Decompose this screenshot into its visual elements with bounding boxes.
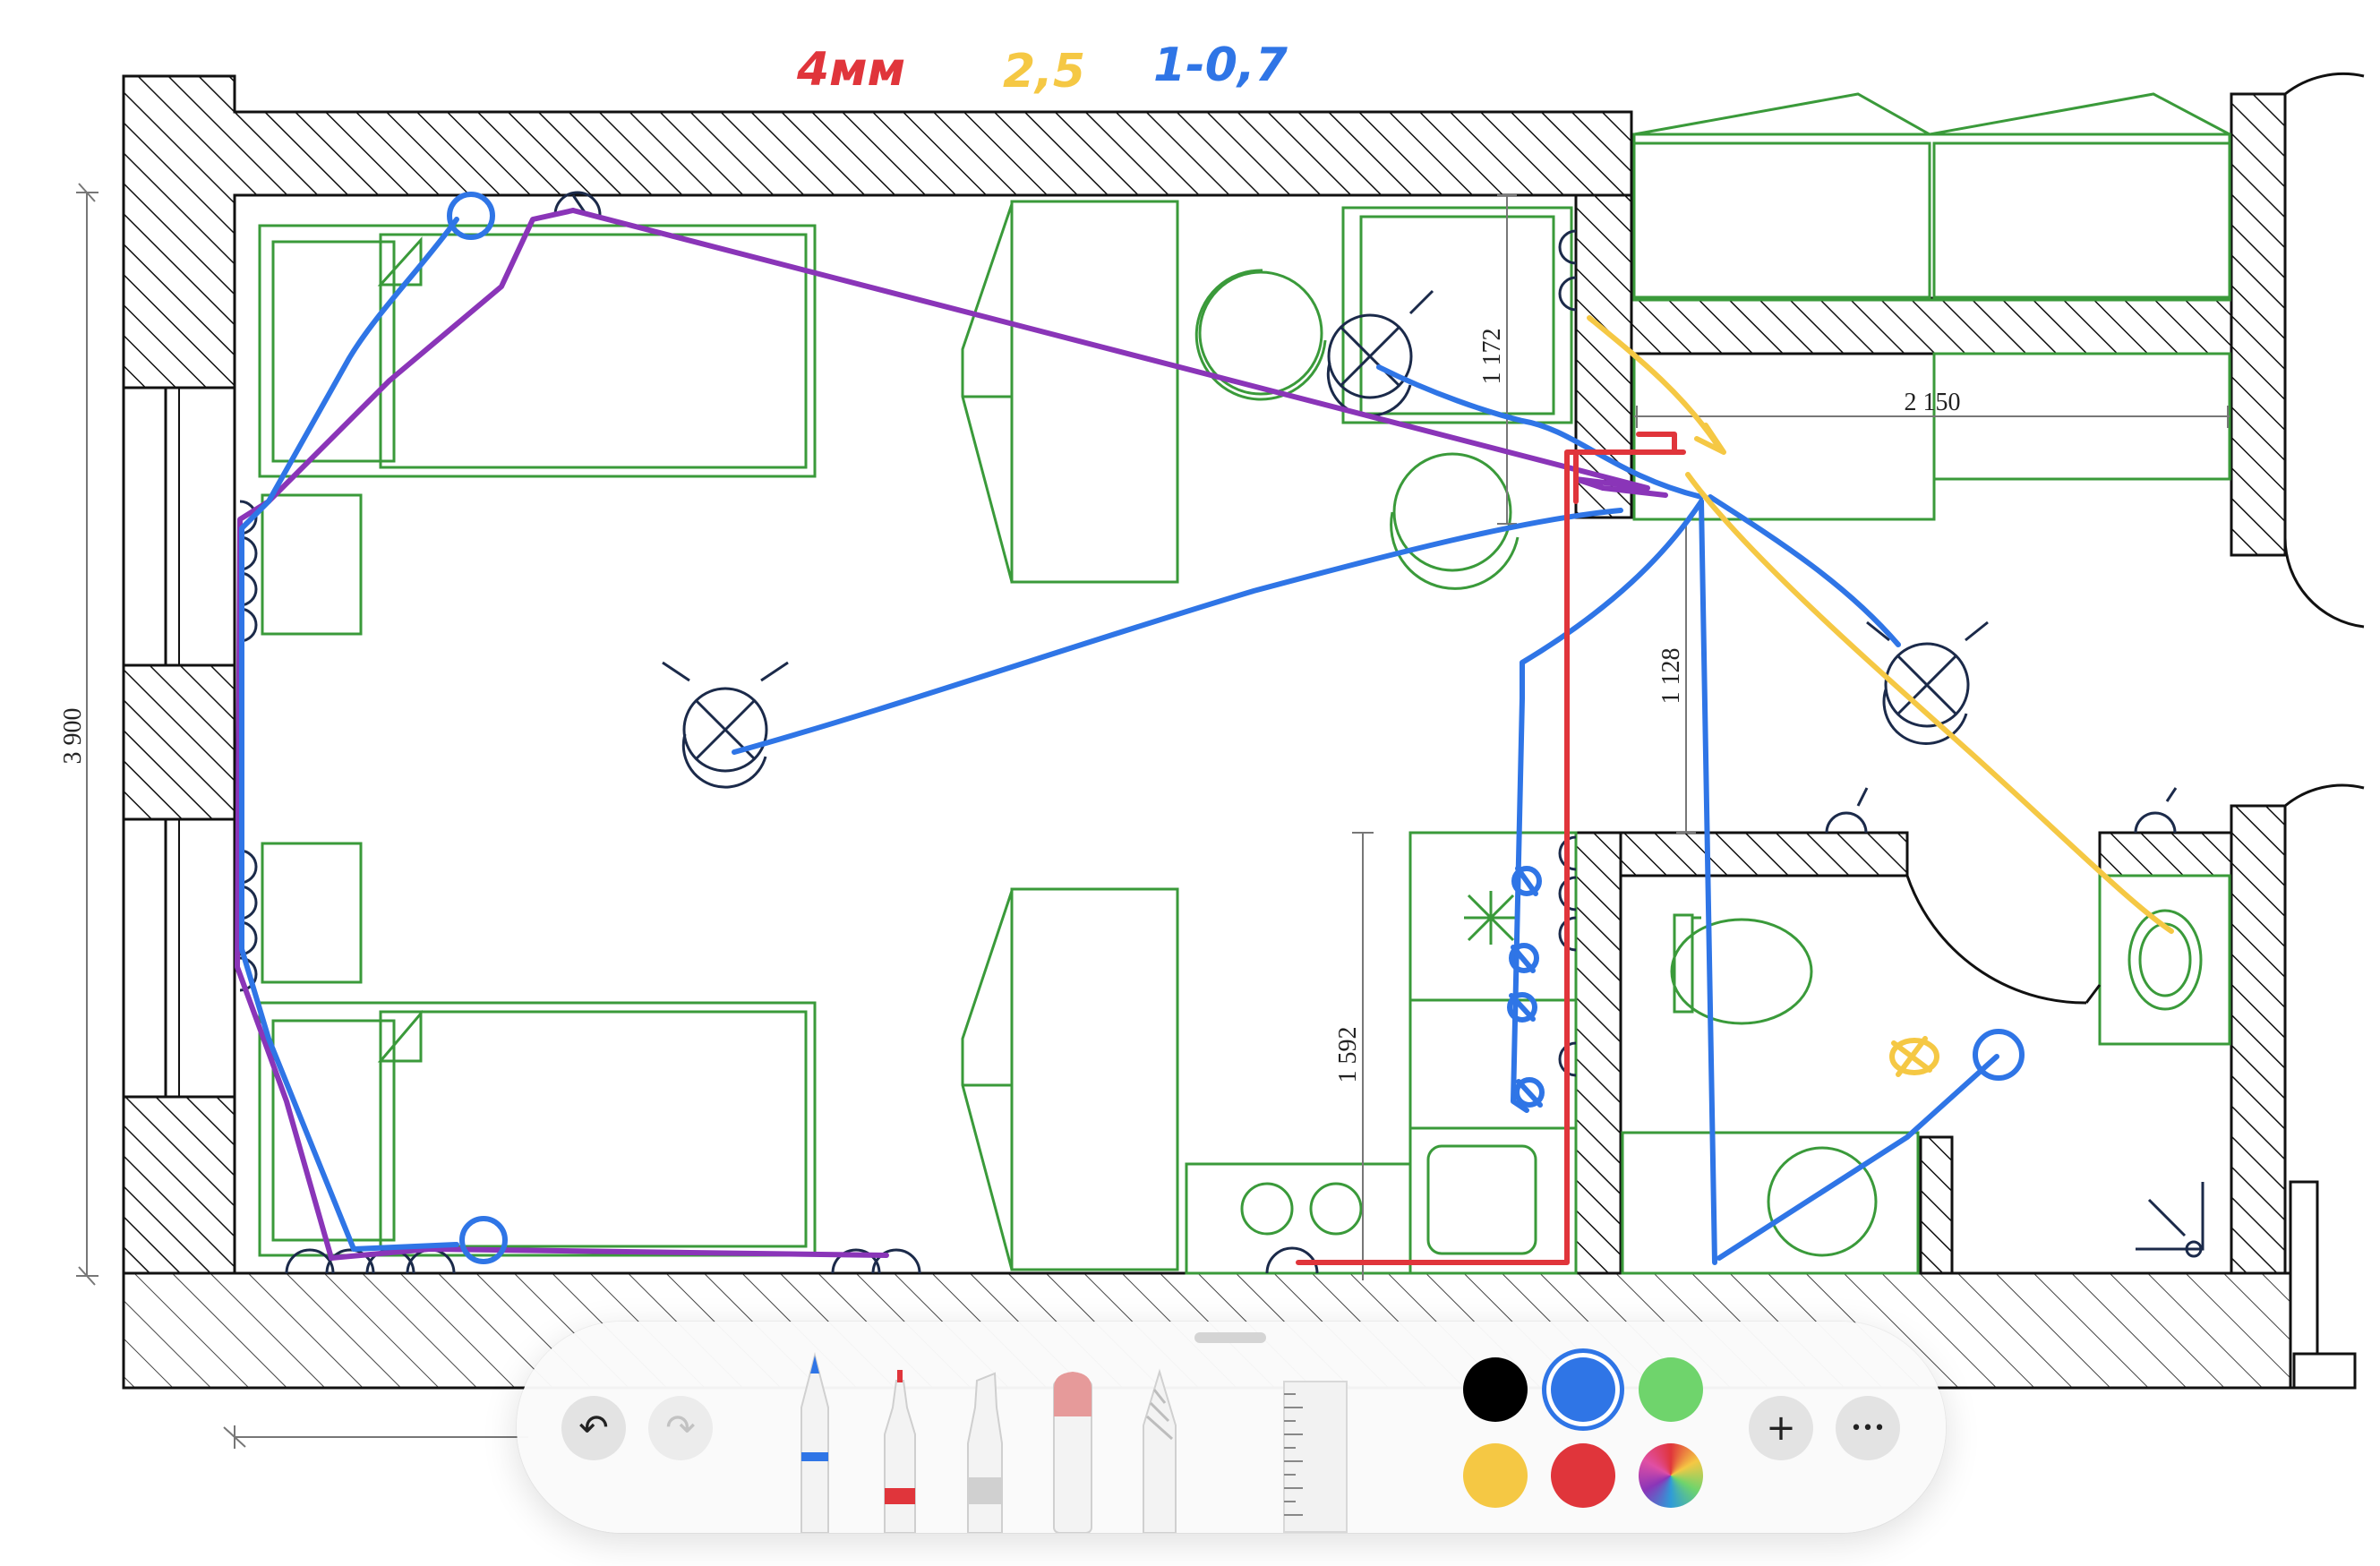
- redo-button[interactable]: ↷: [648, 1396, 713, 1460]
- wiring-red: [1296, 432, 1686, 1265]
- add-button[interactable]: +: [1749, 1396, 1813, 1460]
- markup-toolbar: ↶ ↷ + •••: [517, 1322, 1946, 1533]
- color-swatch-yellow[interactable]: [1463, 1443, 1528, 1508]
- door-swings: [1905, 72, 2365, 1005]
- dimension-vertical-2: 1 128: [1657, 648, 1685, 705]
- ruler-tool[interactable]: [1283, 1381, 1348, 1533]
- dimension-vertical-3: 1 592: [1334, 1027, 1362, 1083]
- fineliner-tool[interactable]: [873, 1354, 927, 1533]
- dimension-lines: [76, 183, 2230, 1449]
- dimension-overall-height: 3 900: [59, 708, 87, 765]
- ceiling-light-icon: [662, 661, 789, 789]
- undo-icon: ↶: [578, 1408, 609, 1449]
- dimension-corridor-width: 2 150: [1905, 389, 1961, 416]
- color-swatch-red[interactable]: [1551, 1443, 1615, 1508]
- ellipsis-icon: •••: [1850, 1416, 1886, 1440]
- dimension-vertical-1: 1 172: [1478, 329, 1506, 385]
- wiring-yellow: [1587, 315, 2174, 1077]
- plus-icon: +: [1766, 1408, 1796, 1449]
- color-swatch-green[interactable]: [1639, 1357, 1703, 1422]
- eraser-tool[interactable]: [1045, 1354, 1100, 1533]
- toolbar-grabber[interactable]: [1194, 1332, 1266, 1343]
- furniture: [258, 92, 2231, 1275]
- color-swatch-blue[interactable]: [1551, 1357, 1615, 1422]
- legend-4mm: 4мм: [796, 43, 905, 97]
- pen-tool[interactable]: [788, 1345, 842, 1533]
- color-swatch-black[interactable]: [1463, 1357, 1528, 1422]
- wiring-purple: [235, 208, 1668, 1261]
- ceiling-light-icon: [1866, 620, 1989, 745]
- color-picker-multicolor-icon[interactable]: [1639, 1443, 1703, 1508]
- redo-icon: ↷: [665, 1408, 696, 1449]
- walls: [122, 74, 2357, 1390]
- wire-gauge-legend: 4мм 2,5 1-0,7: [796, 39, 1288, 98]
- undo-button[interactable]: ↶: [561, 1396, 626, 1460]
- more-options-button[interactable]: •••: [1836, 1396, 1900, 1460]
- legend-1-0-7: 1-0,7: [1153, 39, 1288, 92]
- marker-tool[interactable]: [957, 1363, 1013, 1533]
- pencil-tool[interactable]: [1133, 1354, 1186, 1533]
- legend-2-5: 2,5: [1003, 45, 1085, 98]
- wiring-blue: [239, 192, 2025, 1265]
